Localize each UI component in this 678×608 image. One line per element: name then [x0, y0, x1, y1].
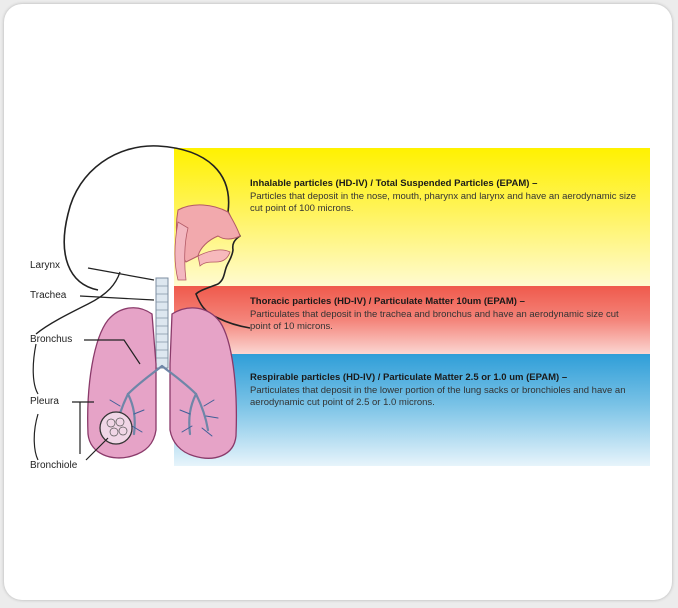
thoracic-description: Particulates that deposit in the trachea… [250, 308, 619, 333]
alveoli-cells [106, 417, 128, 437]
trachea-tube [155, 277, 169, 369]
inhalable-band: Inhalable particles (HD-IV) / Total Susp… [174, 148, 650, 286]
bronchiole-label: Bronchiole [30, 460, 78, 471]
thoracic-text: Thoracic particles (HD-IV) / Particulate… [250, 296, 640, 334]
respirable-title: Respirable particles (HD-IV) / Particula… [250, 372, 568, 383]
label-bracket [32, 343, 39, 461]
image-card: Inhalable particles (HD-IV) / Total Susp… [4, 4, 672, 600]
bronchus-label: Bronchus [30, 334, 73, 345]
larynx-label: Larynx [30, 260, 61, 271]
inhalable-description: Particles that deposit in the nose, mout… [250, 190, 637, 215]
alveoli-detail [99, 411, 133, 445]
respiratory-particle-diagram: Inhalable particles (HD-IV) / Total Susp… [28, 144, 650, 474]
thoracic-title: Thoracic particles (HD-IV) / Particulate… [250, 296, 525, 307]
body-outline [63, 145, 251, 329]
pleura-label: Pleura [30, 396, 59, 407]
larynx-leader [87, 267, 155, 281]
respirable-band: Respirable particles (HD-IV) / Particula… [174, 354, 650, 466]
oral-cavity [197, 249, 231, 267]
pharynx [174, 221, 189, 281]
trachea-rings [156, 285, 168, 359]
bronchiole-leader [85, 437, 109, 461]
shoulder-outline [35, 271, 121, 335]
inhalable-text: Inhalable particles (HD-IV) / Total Susp… [250, 178, 640, 216]
inhalable-title: Inhalable particles (HD-IV) / Total Susp… [250, 178, 538, 189]
label-leader-lines [32, 267, 155, 461]
bronchial-tree [114, 364, 210, 436]
anatomy-illustration [32, 145, 251, 461]
thoracic-band: Thoracic particles (HD-IV) / Particulate… [174, 286, 650, 354]
trachea-label: Trachea [30, 290, 67, 301]
trachea-leader [79, 295, 155, 301]
bronchus-leader [84, 339, 141, 365]
respirable-description: Particulates that deposit in the lower p… [250, 384, 626, 409]
right-lung [169, 307, 237, 459]
respirable-text: Respirable particles (HD-IV) / Particula… [250, 372, 640, 410]
